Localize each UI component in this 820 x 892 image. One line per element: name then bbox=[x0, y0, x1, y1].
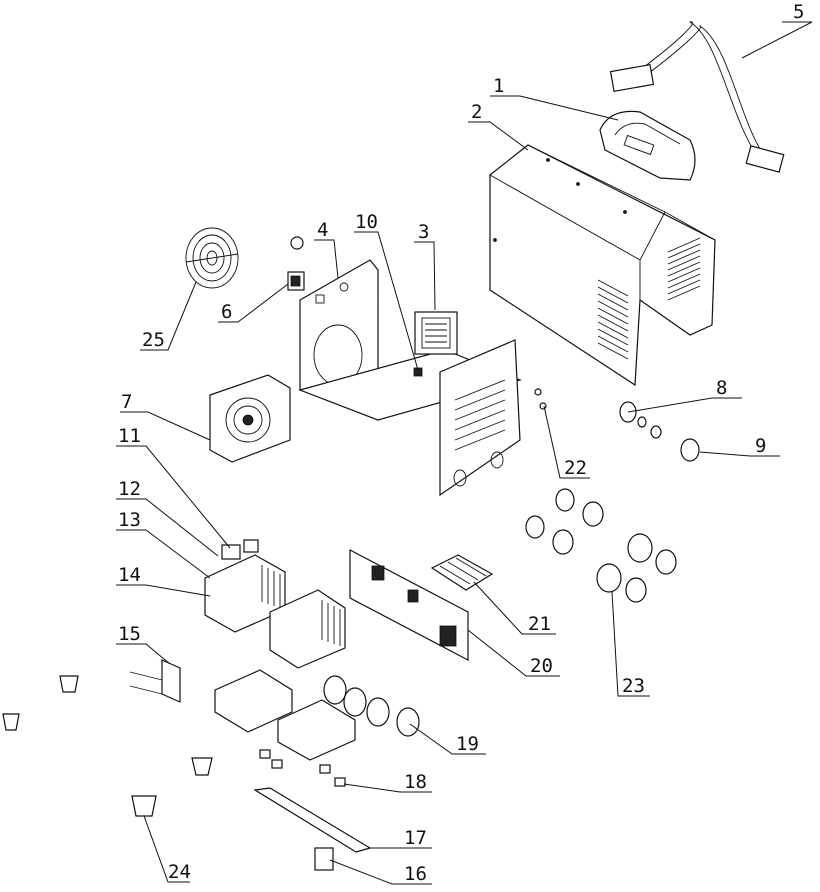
callout-16: 16 bbox=[404, 863, 427, 885]
callout-11: 11 bbox=[118, 425, 141, 447]
part-1-handle bbox=[599, 110, 696, 181]
callout-5: 5 bbox=[793, 1, 804, 23]
callout-17: 17 bbox=[404, 827, 427, 849]
callout-20: 20 bbox=[530, 655, 553, 677]
callout-22: 22 bbox=[564, 457, 587, 479]
part-2-cover bbox=[489, 144, 716, 387]
callout-6: 6 bbox=[221, 301, 232, 323]
callout-15: 15 bbox=[118, 623, 141, 645]
part-10-component bbox=[413, 367, 423, 377]
callout-24: 24 bbox=[168, 861, 191, 883]
part-6-switch bbox=[287, 236, 305, 291]
part-19-capacitors bbox=[323, 675, 420, 737]
part-16-block bbox=[314, 847, 334, 871]
leader-lines bbox=[116, 21, 813, 885]
cover-vents-side bbox=[667, 237, 701, 301]
callout-8: 8 bbox=[716, 377, 727, 399]
callout-14: 14 bbox=[118, 564, 141, 586]
part-24-feet bbox=[2, 675, 213, 817]
part-11-12-components bbox=[221, 539, 259, 560]
heatsink-fins bbox=[261, 565, 341, 646]
part-25-fan-guard bbox=[185, 227, 239, 289]
part-22-screw bbox=[534, 388, 547, 410]
chassis-vents bbox=[454, 379, 506, 451]
callout-4: 4 bbox=[317, 219, 328, 241]
callout-9: 9 bbox=[755, 435, 766, 457]
lower-heatsinks bbox=[214, 669, 356, 761]
callout-21: 21 bbox=[528, 613, 551, 635]
part-5-ribbon-cable bbox=[609, 21, 785, 173]
part-21-heatsink-board bbox=[430, 554, 494, 591]
callout-23: 23 bbox=[622, 675, 645, 697]
callout-7: 7 bbox=[121, 391, 132, 413]
part-18-components bbox=[259, 749, 346, 787]
part-17-bar bbox=[253, 787, 372, 853]
output-terminals bbox=[525, 488, 677, 603]
callout-25: 25 bbox=[142, 329, 165, 351]
part-7-fan bbox=[209, 374, 291, 463]
cover-vents-front bbox=[597, 279, 629, 360]
part-15-bracket bbox=[129, 659, 181, 703]
callout-18: 18 bbox=[404, 771, 427, 793]
callout-12: 12 bbox=[118, 478, 141, 500]
callout-10: 10 bbox=[355, 211, 378, 233]
part-4-chassis bbox=[298, 259, 522, 497]
part-13-14-heatsinks bbox=[204, 554, 346, 669]
callout-19: 19 bbox=[456, 733, 479, 755]
callout-2: 2 bbox=[471, 101, 482, 123]
callout-13: 13 bbox=[118, 509, 141, 531]
part-9-knob-cap bbox=[680, 438, 700, 462]
part-3-transformer bbox=[414, 311, 458, 355]
part-20-main-board bbox=[349, 549, 469, 661]
callout-labels: 1 2 3 4 5 6 7 8 9 10 11 12 13 14 15 16 1… bbox=[118, 1, 804, 885]
callout-1: 1 bbox=[493, 75, 504, 97]
callout-3: 3 bbox=[418, 221, 429, 243]
